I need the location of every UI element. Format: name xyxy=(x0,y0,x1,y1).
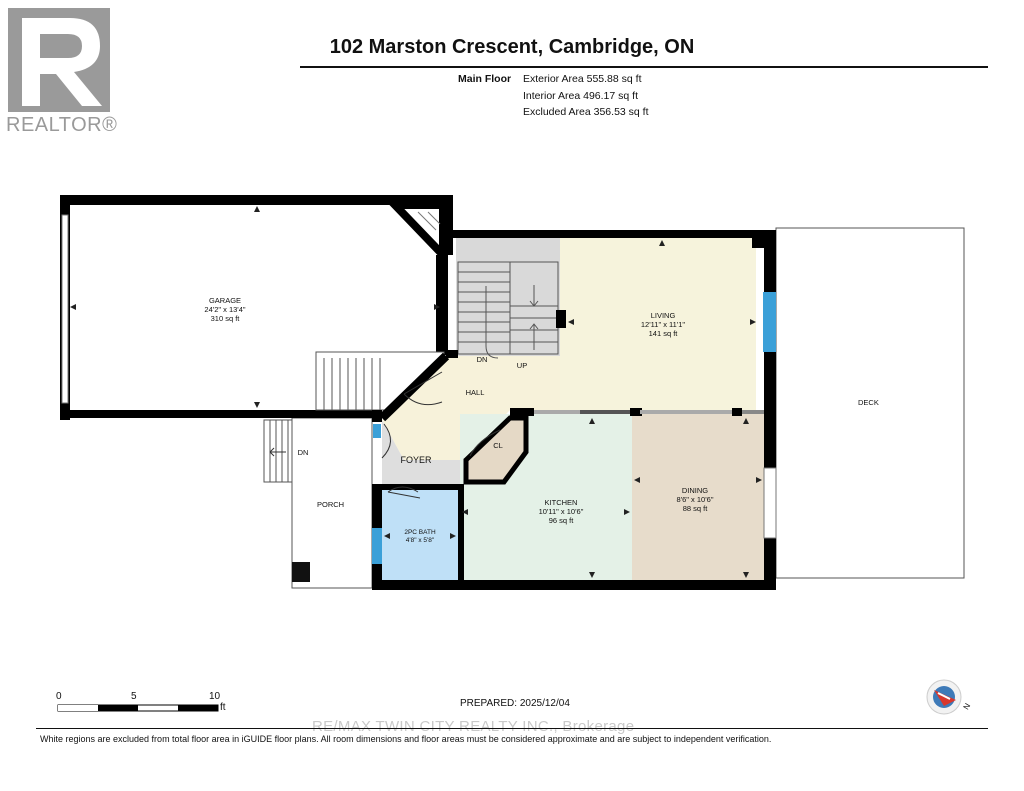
porch-stairs xyxy=(263,419,293,483)
compass-icon xyxy=(926,679,962,715)
dining-window xyxy=(763,467,777,539)
deck-label: DECK xyxy=(858,398,879,407)
porch-down-label: DN xyxy=(297,448,309,457)
footer-rule xyxy=(36,728,988,729)
bath-label: 2PC BATH 4'8" x 5'8" xyxy=(388,529,452,545)
excluded-area: Excluded Area 356.53 sq ft xyxy=(523,106,649,118)
living-area xyxy=(560,238,756,410)
bath-name: 2PC BATH xyxy=(404,529,436,536)
bath-door-swing xyxy=(387,486,421,499)
scale-bar xyxy=(57,704,219,712)
title-rule xyxy=(300,66,988,68)
scale-unit: ft xyxy=(220,702,226,713)
prepared-date: PREPARED: 2025/12/04 xyxy=(460,698,570,709)
dining-name: DINING xyxy=(681,486,709,495)
interior-stairs xyxy=(457,261,559,355)
foyer-area xyxy=(382,420,460,490)
kitchen-name: KITCHEN xyxy=(544,498,578,507)
realtor-logo xyxy=(8,8,110,112)
garage-door xyxy=(61,214,69,404)
footer-disclaimer: White regions are excluded from total fl… xyxy=(40,734,772,744)
foyer-label: FOYER xyxy=(400,455,432,465)
hall-label: HALL xyxy=(465,388,485,397)
scale-label-0: 0 xyxy=(56,691,62,702)
porch-down-arrow xyxy=(269,447,286,457)
bath-area xyxy=(382,490,458,580)
porch-label: PORCH xyxy=(317,500,345,509)
dining-sqft: 88 sq ft xyxy=(682,504,708,513)
hall-door-swing xyxy=(403,371,443,406)
stair-area xyxy=(456,238,560,356)
page-title: 102 Marston Crescent, Cambridge, ON xyxy=(329,36,695,58)
living-window xyxy=(763,292,776,352)
living-name: LIVING xyxy=(650,311,676,320)
garage-name: GARAGE xyxy=(208,296,242,305)
closet-door-swing xyxy=(469,429,501,457)
stair-turn xyxy=(485,286,499,359)
realtor-wordmark: REALTOR® xyxy=(6,114,118,136)
bath-dims: 4'8" x 5'8" xyxy=(405,537,435,544)
garage-dims: 24'2" x 13'4" xyxy=(204,305,246,314)
dimension-arrows xyxy=(70,206,762,578)
foyer-door-swing xyxy=(381,423,391,459)
hall-area xyxy=(382,356,560,460)
dining-dims: 8'6" x 10'6" xyxy=(676,495,714,504)
kitchen-sqft: 96 sq ft xyxy=(548,516,574,525)
closet-label: CL xyxy=(493,441,503,450)
stairs-up-label: UP xyxy=(516,361,528,370)
scale-label-5: 5 xyxy=(131,691,137,702)
kitchen-dims: 10'11" x 10'6" xyxy=(538,507,584,516)
exterior-area: Exterior Area 555.88 sq ft xyxy=(523,73,642,85)
bath-window xyxy=(372,528,382,564)
foyer-window xyxy=(373,424,381,438)
garage-label: GARAGE 24'2" x 13'4" 310 sq ft xyxy=(190,296,260,323)
living-dims: 12'11" x 11'1" xyxy=(640,320,686,329)
garage-sqft: 310 sq ft xyxy=(210,314,240,323)
garage-corner xyxy=(385,201,447,265)
dining-area xyxy=(632,414,764,580)
hall-wall xyxy=(378,352,450,422)
closet-area-2 xyxy=(463,415,529,485)
living-sqft: 141 sq ft xyxy=(648,329,678,338)
dining-label: DINING 8'6" x 10'6" 88 sq ft xyxy=(660,486,730,513)
kitchen-label: KITCHEN 10'11" x 10'6" 96 sq ft xyxy=(526,498,596,525)
scale-label-10: 10 xyxy=(209,691,221,702)
porch-post xyxy=(292,562,310,582)
floor-label: Main Floor xyxy=(458,73,512,85)
realtor-r-icon xyxy=(8,8,110,112)
living-label: LIVING 12'11" x 11'1" 141 sq ft xyxy=(628,311,698,338)
interior-area: Interior Area 496.17 sq ft xyxy=(523,90,638,102)
stairs-down-label: DN xyxy=(476,355,488,364)
deck-area xyxy=(775,227,965,579)
brokerage-watermark: RE/MAX TWIN CITY REALTY INC., Brokerage xyxy=(312,718,635,735)
